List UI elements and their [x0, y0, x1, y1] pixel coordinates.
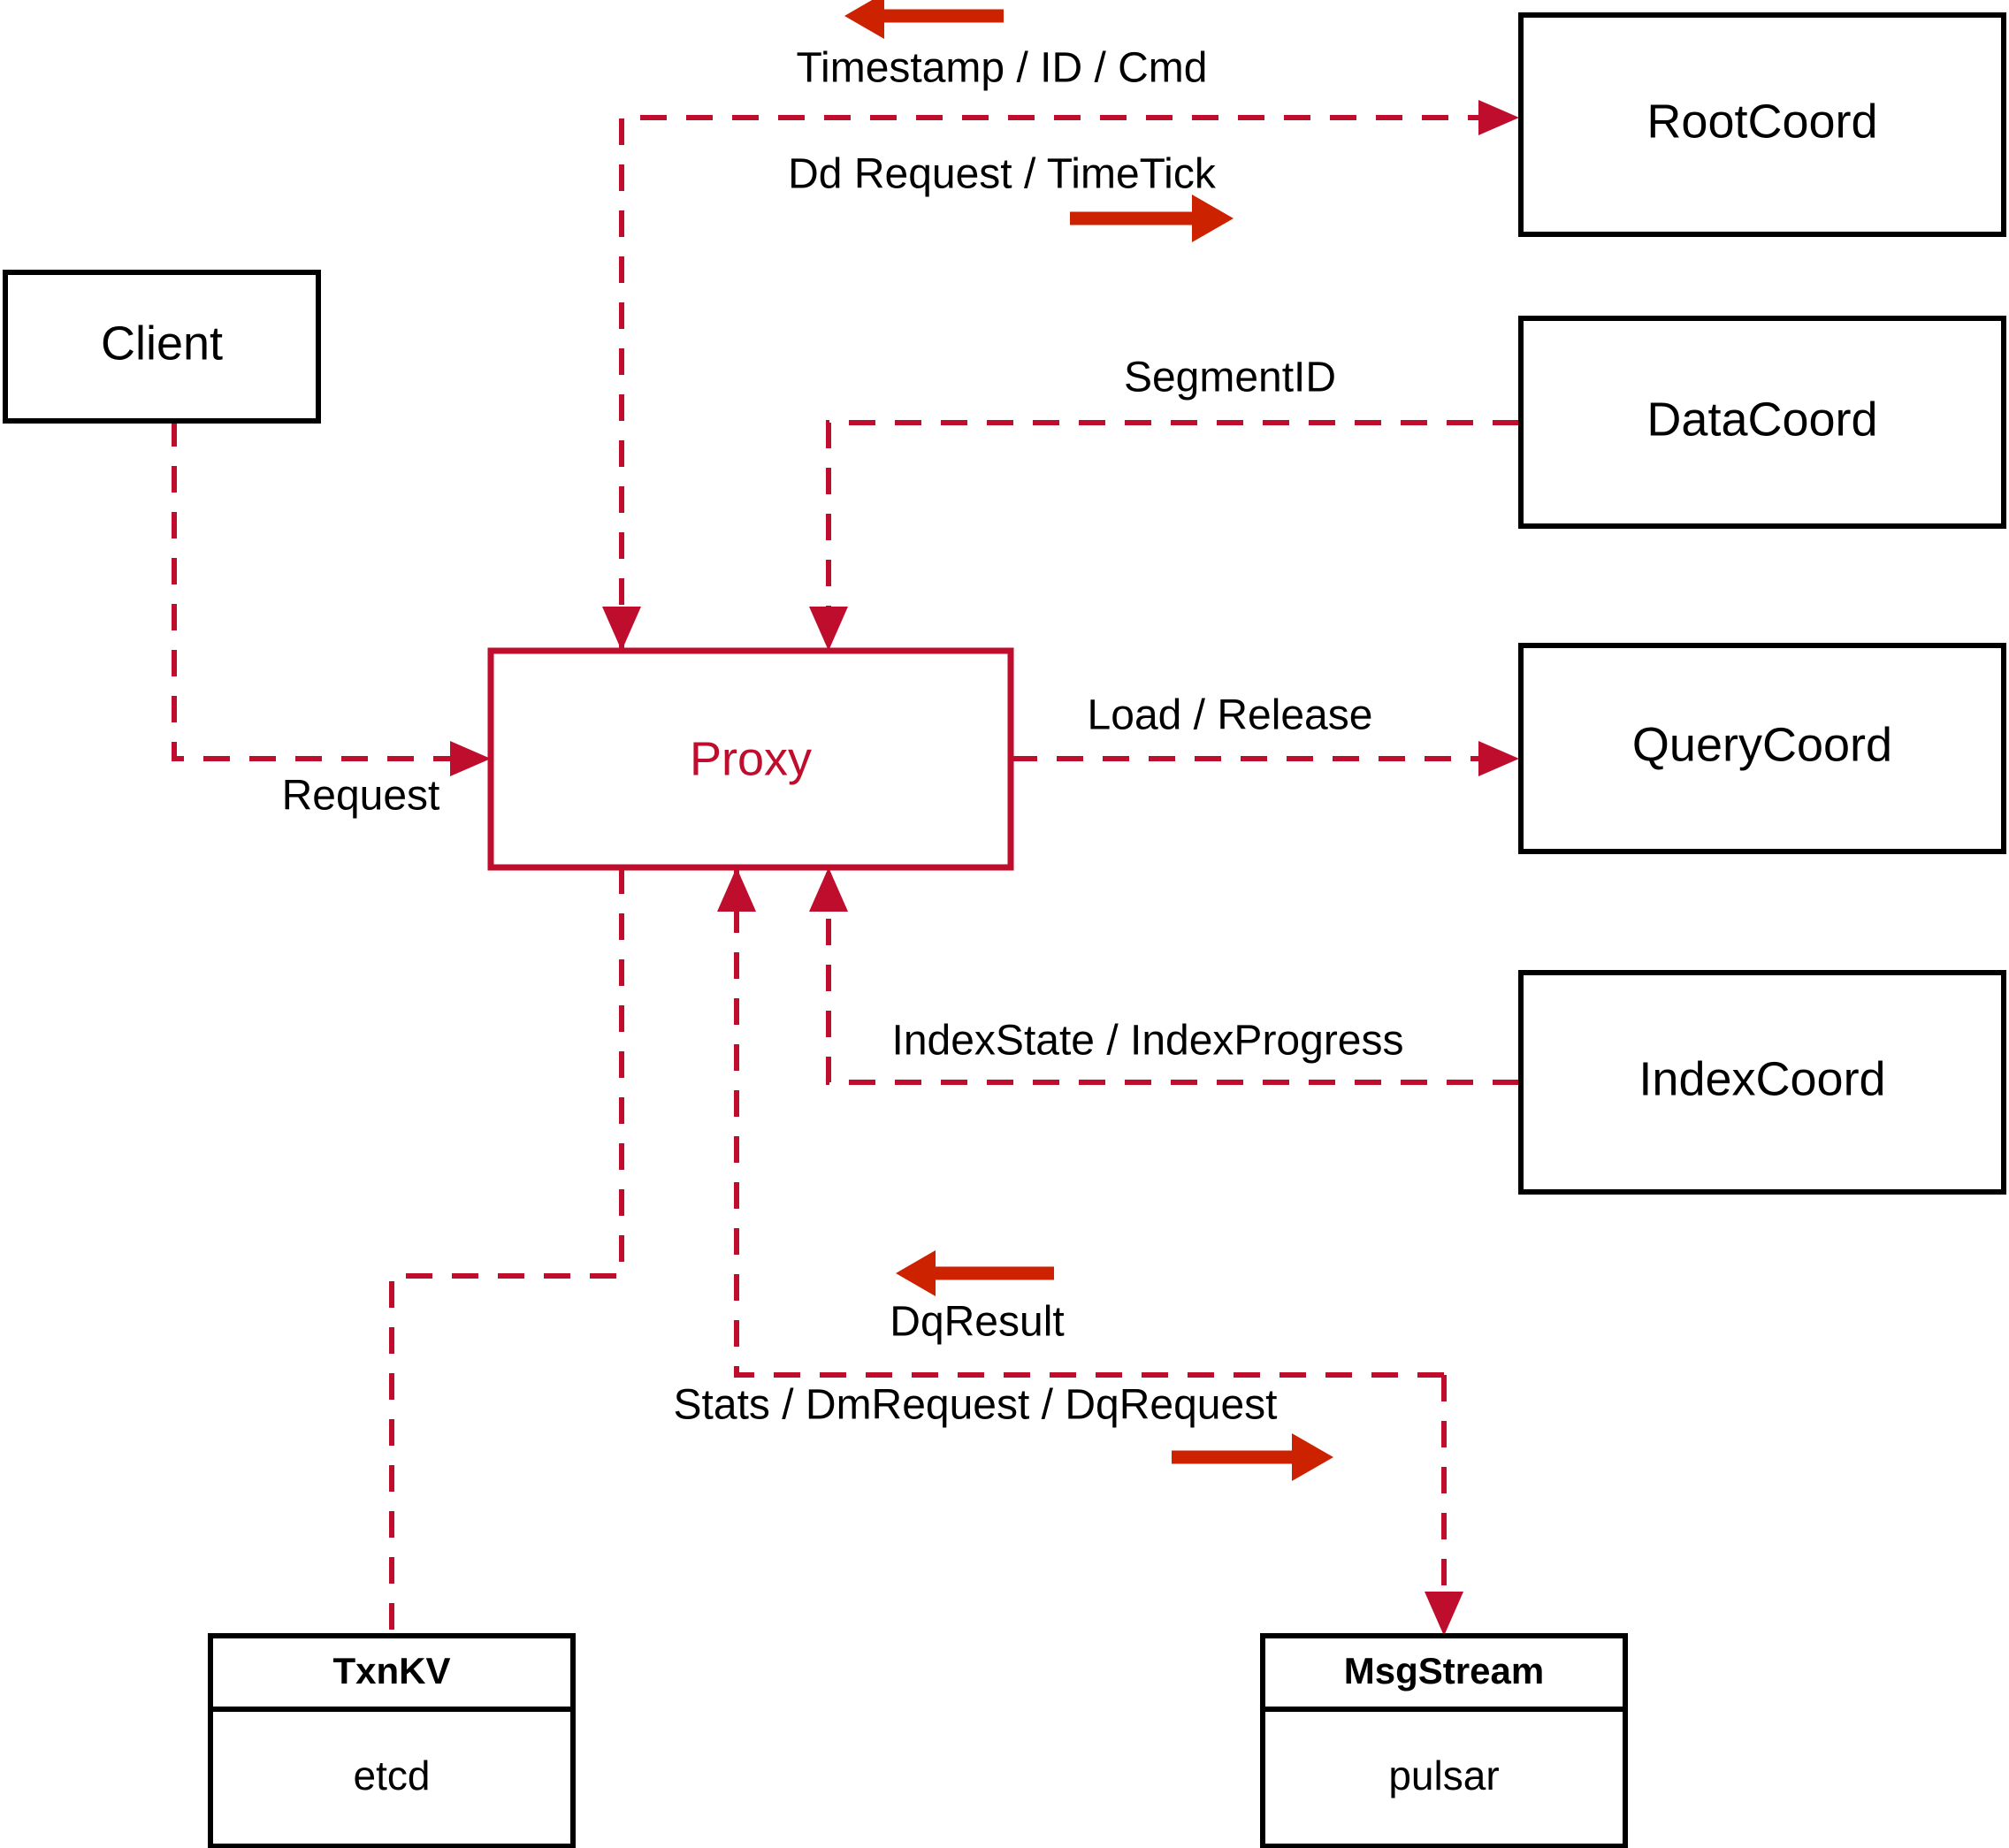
edge-proxy-to-rootcoord: [602, 100, 1519, 651]
client-label: Client: [101, 317, 223, 370]
rootcoord-box: [1518, 12, 2006, 237]
edge-datacoord-to-proxy: [809, 420, 1519, 651]
edge-label-rootcoord-response: Timestamp / ID / Cmd: [797, 45, 1208, 92]
datacoord-label: DataCoord: [1646, 393, 1877, 446]
msgstream-impl-label: pulsar: [1388, 1753, 1499, 1798]
querycoord-label: QueryCoord: [1632, 718, 1892, 771]
indexcoord-box: [1518, 970, 2006, 1195]
node-client[interactable]: [3, 270, 321, 424]
arrow-dqrequest-direction: [1172, 1433, 1333, 1481]
edge-label-msgstream-result: DqResult: [890, 1299, 1064, 1346]
edge-proxy-to-querycoord: [1011, 741, 1519, 776]
edge-client-to-proxy: [172, 420, 491, 776]
edge-msgstream-to-proxy: [717, 867, 1444, 1378]
arrow-ddrequest-direction: [1070, 195, 1234, 242]
edge-label-datacoord-segmentid: SegmentID: [1124, 355, 1336, 401]
edge-proxy-to-txnkv: [389, 867, 624, 1636]
indexcoord-label: IndexCoord: [1639, 1052, 1885, 1105]
arrow-ddrequest-head: [1192, 195, 1234, 242]
arrow-head-proxy-bottom-left: [717, 867, 756, 912]
edge-path-indexcoord: [826, 867, 1519, 1085]
proxy-label: Proxy: [690, 732, 812, 785]
edge-path-rootcoord: [619, 115, 1494, 651]
edge-path-datacoord: [826, 420, 1519, 651]
arrow-head-proxy-top-right: [809, 607, 848, 651]
edge-path-client: [172, 420, 466, 761]
edge-label-rootcoord-request: Dd Request / TimeTick: [788, 151, 1217, 198]
txnkv-label: TxnKV: [332, 1650, 450, 1691]
txnkv-box: [208, 1633, 576, 1848]
datacoord-box: [1518, 316, 2006, 529]
arrow-head-rootcoord: [1478, 100, 1519, 135]
edge-path-txnkv: [389, 867, 624, 1636]
client-box: [3, 270, 321, 424]
node-rootcoord[interactable]: [1518, 12, 2006, 237]
edge-label-msgstream-request: Stats / DmRequest / DqRequest: [674, 1382, 1278, 1429]
proxy-box: [487, 647, 1014, 871]
edge-label-client-request: Request: [282, 773, 440, 820]
node-txnkv[interactable]: [208, 1633, 576, 1848]
node-msgstream[interactable]: [1260, 1633, 1628, 1848]
msgstream-label: MsgStream: [1344, 1650, 1544, 1691]
arrow-timestamp-head: [844, 0, 884, 39]
node-indexcoord[interactable]: [1518, 970, 2006, 1195]
txnkv-impl-label: etcd: [354, 1753, 431, 1798]
rootcoord-label: RootCoord: [1646, 95, 1877, 148]
arrow-head-proxy-bottom-right: [809, 867, 848, 912]
edge-proxy-to-msgstream: [1425, 1375, 1463, 1636]
msgstream-box: [1260, 1633, 1628, 1848]
node-proxy[interactable]: [487, 647, 1014, 871]
node-querycoord[interactable]: [1518, 643, 2006, 854]
arrow-head-proxy-left: [450, 741, 491, 776]
arrow-head-msgstream: [1425, 1592, 1463, 1636]
arrow-timestamp-direction: [844, 0, 1004, 39]
edge-path-dqresult: [734, 867, 1444, 1378]
arrow-dqresult-head: [896, 1250, 936, 1296]
querycoord-box: [1518, 643, 2006, 854]
edge-label-querycoord-load: Load / Release: [1088, 692, 1373, 739]
edge-label-indexcoord-state: IndexState / IndexProgress: [892, 1018, 1404, 1065]
arrow-head-proxy-top-left: [602, 607, 641, 651]
node-datacoord[interactable]: [1518, 316, 2006, 529]
arrow-head-querycoord: [1478, 741, 1519, 776]
edge-indexcoord-to-proxy: [809, 867, 1519, 1085]
arrow-dqresult-direction: [896, 1250, 1054, 1296]
arrow-dqrequest-head: [1292, 1433, 1333, 1481]
